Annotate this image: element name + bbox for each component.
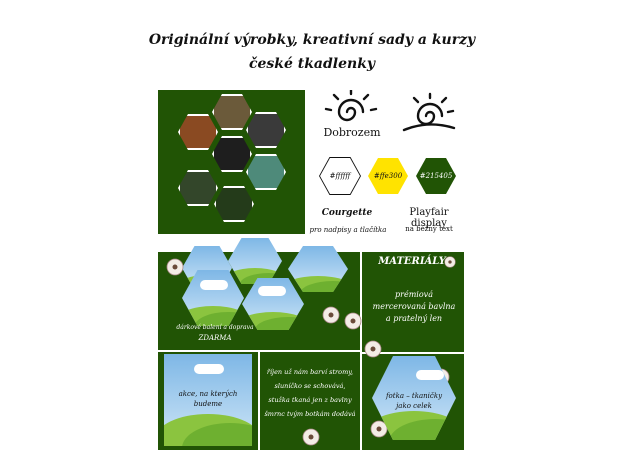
swatch-yellow: #ffe300 [368, 158, 408, 194]
poem-line-1: říjen už nám barví stromy, [266, 368, 354, 376]
gift-shipping-free: ZDARMA [198, 334, 232, 342]
sun-spiral-mark-icon [402, 92, 456, 132]
photo-caption-line-1: fotka – tkaničky [385, 392, 443, 400]
landscape-hex-3 [288, 246, 348, 292]
cotton-flower-icon [166, 258, 184, 276]
poem-line-3: stužka tkaná jen z bavlny [268, 396, 352, 404]
events-text-line-2: budeme [193, 400, 223, 408]
events-text-line-1: akce, na kterých [178, 390, 238, 398]
landscape-hex-2 [228, 238, 282, 284]
photo-hex-2 [246, 112, 286, 148]
body-font-name: Playfair display [409, 207, 449, 229]
cotton-flower-icon-3 [344, 312, 362, 330]
product-photo-collage [158, 90, 305, 234]
swatch-green: #215405 [416, 158, 456, 194]
events-landscape [164, 354, 252, 446]
photo-hex-5 [246, 154, 286, 190]
display-font-name: Courgette [321, 208, 373, 218]
grid-divider-horizontal-2 [362, 352, 464, 354]
photo-hex-4 [212, 136, 252, 172]
sun-spiral-logo-icon [324, 90, 378, 122]
landscape-hex-4 [242, 278, 304, 330]
poem-line-4: šmrnc tvým botkám dodává [264, 410, 356, 418]
gift-shipping-text: dárkové balení a doprava [176, 324, 254, 331]
grid-divider-vertical [360, 252, 362, 450]
materials-line-3: a pratelný len [385, 314, 443, 323]
grid-divider-vertical-2 [258, 350, 260, 450]
photo-hex-3 [178, 114, 218, 150]
photo-hex-7 [214, 186, 254, 222]
cotton-flower-icon-4 [364, 340, 382, 358]
cotton-flower-icon-7 [370, 420, 388, 438]
materials-line-1: prémiová [395, 290, 433, 299]
photo-caption-line-2: jako celek [396, 402, 432, 410]
cotton-flower-icon-5 [444, 256, 456, 268]
materials-heading: MATERIÁLY [378, 256, 446, 267]
logo-wordmark: Dobrozem [323, 126, 381, 139]
cotton-flower-icon-6 [302, 428, 320, 446]
photo-hex-placeholder [372, 356, 456, 440]
body-font-usage: na běžný text [405, 225, 453, 233]
photo-hex-1 [212, 94, 252, 130]
web-layout-mockup: dárkové balení a doprava ZDARMA MATERIÁL… [158, 238, 464, 450]
poem-line-2: sluníčko se schovává, [274, 382, 346, 390]
photo-hex-6 [178, 170, 218, 206]
display-font-usage: pro nadpisy a tlačítka [309, 226, 387, 234]
page-title-line-2: české tkadlenky [248, 56, 376, 72]
materials-line-2: mercerovaná bavlna [372, 302, 456, 311]
page-title-line-1: Originální výrobky, kreativní sady a kur… [148, 32, 476, 48]
cotton-flower-icon-2 [322, 306, 340, 324]
landscape-hex-5 [182, 270, 244, 326]
